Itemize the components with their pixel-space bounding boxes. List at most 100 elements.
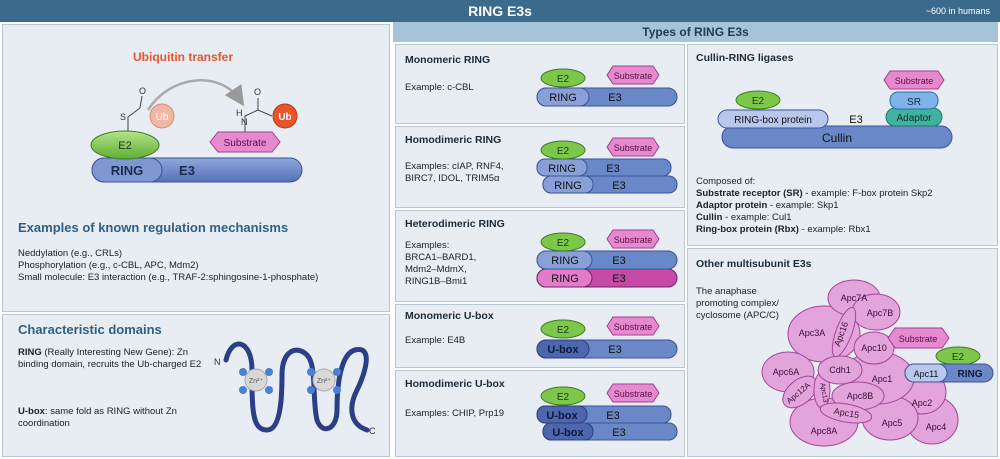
- apc5-label: Apc5: [882, 418, 903, 428]
- nitrogen-label: N: [241, 117, 248, 127]
- substrate-label: Substrate: [224, 138, 267, 149]
- heterodimeric-ring-shape: RING E3 RING E3 E2 Substrate: [536, 229, 678, 288]
- crl-item-cullin-term: Cullin: [696, 212, 723, 223]
- monomeric-ubox-shape: U-box E3 E2 Substrate: [536, 316, 678, 359]
- ub-faded-label: Ub: [156, 112, 169, 123]
- ring-desc: (Really Interesting New Gene): Zn bindin…: [18, 347, 202, 370]
- crl-item-cullin-desc: - example: Cul1: [722, 212, 792, 223]
- crl-item-sr-desc: - example: F-box protein Skp2: [802, 188, 933, 199]
- ubox-term: U-box: [18, 406, 45, 417]
- substrate-text-het: Substrate: [614, 235, 653, 245]
- e2-text-hubox: E2: [557, 392, 570, 403]
- substrate-text: Substrate: [614, 71, 653, 81]
- types-title: Types of RING E3s: [393, 22, 998, 42]
- e2-text-2: E2: [557, 146, 570, 157]
- ubiquitin-transfer-title: Ubiquitin transfer: [133, 50, 234, 64]
- apc2-label: Apc2: [912, 398, 933, 408]
- page-title: RING E3s: [468, 3, 532, 19]
- apc6a-label: Apc6A: [773, 367, 800, 377]
- header-bar: RING E3s ~600 in humans: [0, 0, 1000, 22]
- crl-item-rbx-term: Ring-box protein (Rbx): [696, 224, 799, 235]
- zn-label-2: Zn²⁺: [317, 378, 332, 385]
- multi-desc-2: promoting complex/: [696, 298, 779, 309]
- ring-text: RING: [549, 92, 577, 104]
- ring-term: RING: [18, 347, 42, 358]
- substrate-text-hubox: Substrate: [614, 389, 653, 399]
- n-terminus-label: N: [214, 357, 221, 367]
- ring-text-het-1: RING: [551, 255, 579, 267]
- apc8b-label: Apc8B: [847, 391, 874, 401]
- crl-item-sr-term: Substrate receptor (SR): [696, 188, 803, 199]
- homodimeric-ubox-shape: U-box E3 U-box E3 E2 Substrate: [536, 383, 678, 441]
- apc15-blob: [819, 402, 873, 424]
- e3-text-ubox: E3: [608, 344, 621, 356]
- crl-e2-label: E2: [752, 96, 765, 107]
- crl-item-adaptor-term: Adaptor protein: [696, 200, 768, 211]
- substrate-text-ubox: Substrate: [614, 322, 653, 332]
- apc15-label: Apc15: [833, 406, 860, 420]
- ringbox-label: RING-box protein: [734, 115, 812, 126]
- hydrogen-label: H: [236, 108, 243, 118]
- monomeric-ubox-title: Monomeric U-box: [405, 310, 494, 322]
- ring-text-1: RING: [548, 163, 576, 175]
- monomeric-ubox-example: Example: E4B: [405, 335, 466, 346]
- multi-desc-3: cyclosome (APC/C): [696, 310, 779, 321]
- regulation-line-3: Small molecule: E3 interaction (e.g., TR…: [18, 272, 319, 283]
- heterodimeric-examples-2: BRCA1–BARD1,: [405, 252, 477, 263]
- apc-substrate-label: Substrate: [899, 334, 938, 344]
- e3-label: E3: [179, 163, 195, 178]
- apc4-label: Apc4: [926, 422, 947, 432]
- substrate-text-2: Substrate: [614, 143, 653, 153]
- domains-title: Characteristic domains: [18, 322, 162, 337]
- ring-text-2: RING: [554, 180, 582, 192]
- heterodimeric-examples-4: RING1B–Bmi1: [405, 276, 468, 287]
- monomeric-ring-example: Example: c-CBL: [405, 82, 474, 93]
- heterodimeric-examples-1: Examples:: [405, 240, 450, 251]
- homodimeric-ubox-title: Homodimeric U-box: [405, 378, 505, 390]
- cullin-label: Cullin: [822, 131, 852, 145]
- homodimeric-ubox-example: Examples: CHIP, Prp19: [405, 408, 505, 419]
- ubox-text: U-box: [547, 344, 579, 356]
- heterodimeric-examples-3: Mdm2–MdmX,: [405, 264, 467, 275]
- apc10-blob: [853, 331, 895, 365]
- sr-label: SR: [907, 97, 921, 108]
- apc-e2-label: E2: [952, 352, 965, 363]
- ubox-domain-desc: U-box: same fold as RING without Zn coor…: [18, 406, 208, 430]
- monomeric-ring-shape: RING E3 E2 Substrate: [536, 65, 678, 107]
- e3-text-2: E3: [612, 180, 625, 192]
- homodimeric-ring-title: Homodimeric RING: [405, 134, 502, 146]
- e2-text: E2: [557, 74, 570, 85]
- ring-fold-diagram: Zn²⁺ Zn²⁺ N C: [214, 341, 376, 436]
- homodimeric-ring-examples-2: BIRC7, IDOL, TRIM5α: [405, 173, 500, 184]
- apc-ring-label: RING: [958, 369, 983, 380]
- e3-text: E3: [608, 92, 621, 104]
- e3-text-1: E3: [606, 163, 619, 175]
- crl-item-rbx: Ring-box protein (Rbx) - example: Rbx1: [696, 224, 871, 236]
- e3-text-het-1: E3: [612, 255, 625, 267]
- crl-substrate-label: Substrate: [895, 76, 934, 86]
- human-count: ~600 in humans: [925, 6, 990, 16]
- crl-composed: Composed of:: [696, 176, 756, 187]
- multi-title: Other multisubunit E3s: [696, 258, 812, 270]
- zn-label-1: Zn²⁺: [249, 378, 264, 385]
- crl-item-adaptor-desc: - example: Skp1: [767, 200, 839, 211]
- ring-label: RING: [111, 163, 144, 178]
- oxygen-label: O: [139, 86, 146, 96]
- ub-label: Ub: [278, 112, 291, 123]
- crl-item-cullin: Cullin - example: Cul1: [696, 212, 792, 224]
- apc7b-label: Apc7B: [867, 308, 894, 318]
- regulation-line-1: Neddylation (e.g., CRLs): [18, 248, 123, 259]
- e2-text-ubox: E2: [557, 325, 570, 336]
- e3-text-ubox-2: E3: [612, 427, 625, 439]
- e2-text-het: E2: [557, 238, 570, 249]
- crl-diagram: Cullin RING-box protein E3 E2 Adaptor SR…: [717, 70, 953, 149]
- apc13-label: Apc13: [818, 382, 828, 403]
- ubiquitin-transfer-diagram: RING E3 E2 S O Ub Substrate H N O Ub: [90, 79, 303, 183]
- e2-label: E2: [118, 140, 131, 152]
- crl-title: Cullin-RING ligases: [696, 52, 794, 64]
- ubox-desc: : same fold as RING without Zn coordinat…: [18, 406, 177, 429]
- sulfur-label: S: [120, 112, 126, 122]
- adaptor-label: Adaptor: [896, 113, 932, 124]
- ring-text-het-2: RING: [551, 273, 579, 285]
- ring-domain-desc: RING (Really Interesting New Gene): Zn b…: [18, 347, 213, 371]
